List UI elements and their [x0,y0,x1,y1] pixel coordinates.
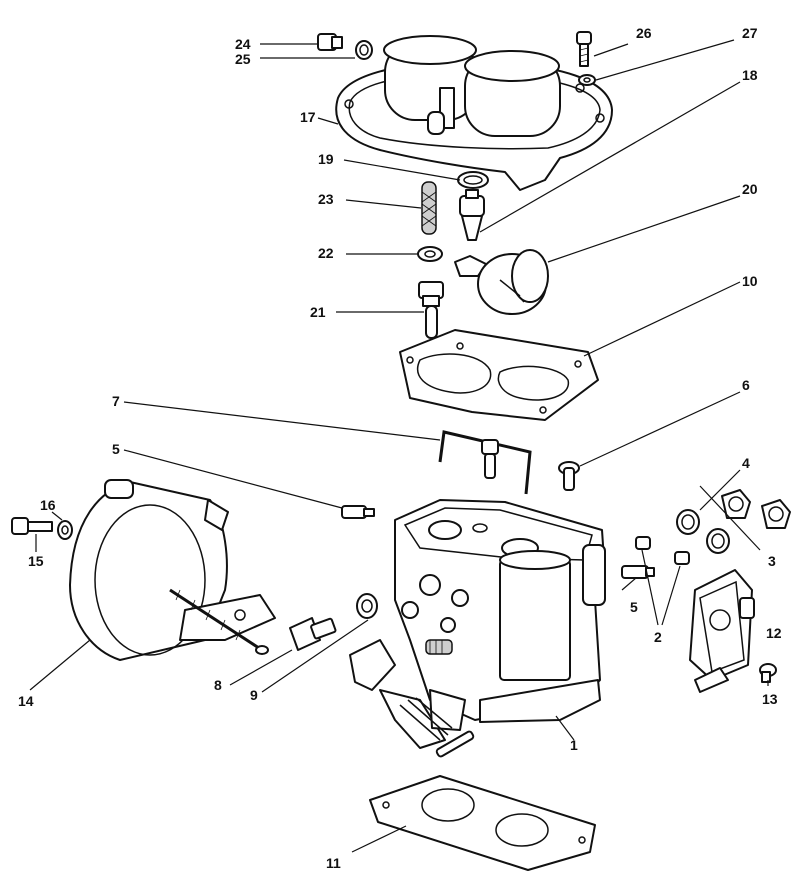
jet-5-upper [341,505,375,519]
washer-22 [417,246,443,262]
screw-13 [759,663,777,683]
callout-11: 11 [326,855,341,871]
plug-8 [289,617,337,651]
washer-9 [356,593,378,619]
callout-26: 26 [636,25,652,41]
callout-19: 19 [318,151,334,167]
jet-5-right [621,565,655,579]
seal-ring-19 [457,171,489,189]
callout-9: 9 [250,687,258,703]
float-20 [454,249,549,315]
washer-4b [706,528,730,554]
callout-8: 8 [214,677,222,693]
callout-12: 12 [766,625,782,641]
callout-24: 24 [235,36,251,52]
washer-16 [57,520,73,540]
base-gasket-11 [369,775,596,871]
callout-2: 2 [654,629,662,645]
leader-lines [29,39,769,853]
callout-23: 23 [318,191,334,207]
float-pin-7 [438,430,532,495]
callout-22: 22 [318,245,334,261]
callout-16: 16 [40,497,56,513]
accelerator-pump-12 [689,569,755,693]
bolt-15 [11,517,53,535]
callout-5-upper: 5 [112,441,120,457]
washer-25 [355,40,373,60]
callout-27: 27 [742,25,758,41]
callout-20: 20 [742,181,758,197]
callout-3: 3 [768,553,776,569]
callout-7: 7 [112,393,120,409]
callout-14: 14 [18,693,34,709]
plug-24 [317,33,343,51]
callout-6: 6 [742,377,750,393]
plug-3b [761,499,791,529]
callout-15: 15 [28,553,44,569]
callout-1: 1 [570,737,578,753]
callout-17: 17 [300,109,316,125]
filter-screen-23 [421,181,437,235]
callout-labels: 24 25 26 27 17 18 19 20 23 22 21 10 7 6 … [18,25,782,871]
callout-25: 25 [235,51,251,67]
fuel-inlet-21 [418,281,444,339]
choke-housing-14 [69,479,276,661]
idle-screw-body [425,639,453,655]
throttle-linkage [349,639,475,758]
callout-10: 10 [742,273,758,289]
carburetor-body-1 [394,499,606,723]
gasket-10 [399,329,599,421]
callout-18: 18 [742,67,758,83]
screw-26 [576,31,592,67]
washer-4a [676,509,700,535]
callout-5-right: 5 [630,599,638,615]
choke-spring-rod [169,588,269,655]
plug-2a [635,536,651,550]
plug-2b [674,551,690,565]
jet-6 [558,461,580,491]
washer-27 [578,74,596,86]
callout-4: 4 [742,455,750,471]
needle-valve-18 [459,189,485,241]
callout-13: 13 [762,691,778,707]
carburetor-top-cover [335,35,613,191]
callout-21: 21 [310,304,326,320]
